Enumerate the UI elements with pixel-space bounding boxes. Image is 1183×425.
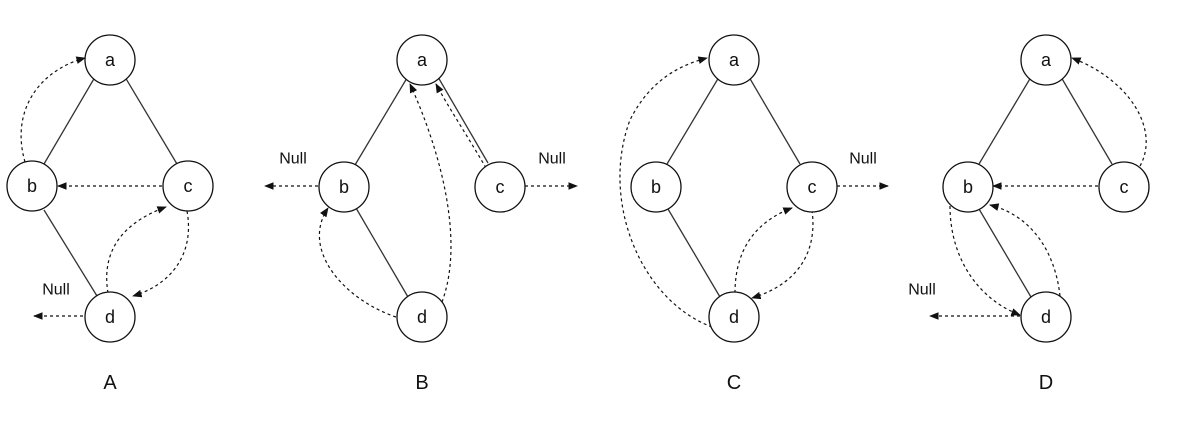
edge-a-b: [43, 76, 96, 165]
svg-text:a: a: [105, 50, 116, 70]
edge-b-d: [667, 208, 721, 298]
dashed-arrow-d-to-b: [989, 203, 1061, 297]
null-label: Null: [908, 282, 936, 299]
node-a: a: [396, 34, 448, 86]
node-c: c: [1098, 161, 1150, 213]
node-d: d: [708, 291, 760, 343]
diagram-caption: A: [103, 372, 117, 394]
null-label: Null: [538, 151, 566, 168]
svg-text:b: b: [963, 177, 973, 197]
node-c: c: [162, 160, 214, 212]
edge-a-b: [978, 76, 1032, 165]
dashed-arrow-c-to-d: [751, 209, 814, 300]
edge-b-d: [978, 208, 1032, 298]
svg-text:c: c: [808, 177, 817, 197]
node-d: d: [84, 291, 136, 343]
null-label: Null: [849, 151, 877, 168]
svg-text:c: c: [184, 176, 193, 196]
dashed-arrow-d-to-a: [409, 83, 452, 303]
edge-a-b: [354, 77, 408, 166]
node-d: d: [1020, 291, 1072, 343]
svg-text:a: a: [1041, 50, 1052, 70]
diagram-caption: D: [1039, 372, 1053, 394]
dashed-arrow-d-to-c: [106, 206, 167, 294]
dashed-arrow-c-to-d: [132, 210, 189, 298]
node-b: b: [942, 161, 994, 213]
node-c: c: [474, 161, 526, 213]
dashed-arrow-c-to-a: [1071, 57, 1147, 167]
null-label: Null: [42, 282, 70, 299]
node-a: a: [708, 34, 760, 86]
svg-text:b: b: [651, 177, 661, 197]
dashed-arrow-d-to-c: [734, 207, 793, 294]
svg-text:b: b: [27, 176, 37, 196]
edge-a-c: [124, 76, 178, 165]
diagram-caption: B: [415, 372, 428, 394]
diagram-c: Null a b c d C: [619, 34, 889, 394]
svg-text:c: c: [1120, 177, 1129, 197]
node-a: a: [84, 34, 136, 86]
svg-text:d: d: [105, 307, 115, 327]
svg-text:c: c: [496, 177, 505, 197]
svg-text:d: d: [417, 307, 427, 327]
edge-a-b: [666, 76, 720, 165]
diagram-caption: C: [727, 372, 741, 394]
node-b: b: [318, 161, 370, 213]
edge-a-c: [1060, 76, 1113, 165]
dashed-arrow-c-to-a: [435, 83, 487, 169]
edge-b-d: [355, 207, 409, 298]
node-d: d: [396, 291, 448, 343]
svg-text:a: a: [417, 50, 428, 70]
edge-b-d: [43, 209, 98, 297]
diagram-a: Null a b c d A: [6, 34, 214, 394]
node-b: b: [630, 161, 682, 213]
svg-text:d: d: [1041, 307, 1051, 327]
diagram-d: Null a b c d D: [908, 34, 1150, 394]
null-label: Null: [279, 151, 307, 168]
svg-text:a: a: [729, 50, 740, 70]
dashed-arrow-d-to-b: [318, 207, 397, 318]
edge-a-c: [437, 76, 489, 164]
svg-text:b: b: [339, 177, 349, 197]
edge-a-c: [748, 76, 801, 165]
diagram-b: Null Null a b c d B: [264, 34, 578, 394]
svg-text:d: d: [729, 307, 739, 327]
node-a: a: [1020, 34, 1072, 86]
dashed-arrow-b-to-d: [949, 205, 1021, 316]
node-c: c: [786, 161, 838, 213]
node-b: b: [6, 160, 58, 212]
